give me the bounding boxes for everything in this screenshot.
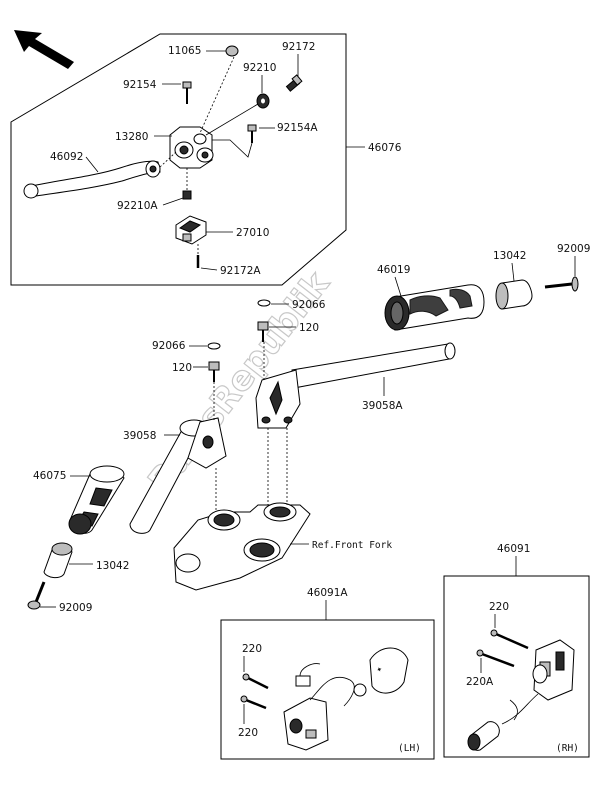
bar-end-weight-13042-left: [43, 542, 73, 579]
screw-220A-rh: [476, 649, 515, 668]
callout-220-lh-top: 220: [242, 643, 262, 655]
callout-92066-b: 92066: [152, 340, 186, 352]
right-handlebar-39058A: [255, 342, 456, 429]
svg-text:✦: ✦: [375, 663, 384, 675]
callout-220-rh: 220: [489, 601, 509, 613]
washer-92066-left: [207, 342, 221, 350]
screw-92172: [285, 74, 303, 92]
callout-120-a: 120: [299, 322, 319, 334]
washer-92066-right: [257, 299, 271, 307]
callout-220-lh-bottom: 220: [238, 727, 258, 739]
right-switch-46091: [467, 639, 575, 751]
callout-39058: 39058: [123, 430, 156, 442]
clutch-lever-46092: [23, 160, 161, 199]
callout-120-b: 120: [172, 362, 192, 374]
screw-220-lh-top: [242, 673, 269, 690]
right-grip-46019: [384, 284, 485, 331]
screw-220-rh: [490, 629, 529, 650]
lh-switch-box: [220, 619, 435, 760]
callout-92009-bottom: 92009: [59, 602, 92, 614]
bar-end-weight-13042-right: [495, 279, 533, 310]
left-switch-46091A: ✦: [283, 647, 409, 751]
screw-92009-left: [27, 581, 46, 610]
callout-39058A: 39058A: [362, 400, 403, 412]
callout-92210: 92210: [243, 62, 276, 74]
cap-11065: [225, 45, 239, 57]
callout-46019: 46019: [377, 264, 410, 276]
callout-46075: 46075: [33, 470, 66, 482]
lh-tag: (LH): [398, 743, 421, 754]
left-handlebar-39058: [129, 382, 227, 534]
bolt-120-right: [257, 321, 269, 342]
callout-11065: 11065: [168, 45, 201, 57]
callout-92154A: 92154A: [277, 122, 318, 134]
callout-92172: 92172: [282, 41, 315, 53]
rh-tag: (RH): [556, 743, 579, 754]
bolt-92154A: [247, 124, 257, 143]
nut-92210A: [182, 190, 192, 200]
bolt-92154: [182, 81, 192, 104]
left-grip-46075: [68, 465, 125, 535]
callout-92210A: 92210A: [117, 200, 158, 212]
callout-ref-front-fork: Ref.Front Fork: [312, 540, 392, 551]
callout-13280: 13280: [115, 131, 148, 143]
clutch-lever-assembly-box: [10, 33, 347, 286]
screw-220-lh-bottom: [240, 695, 267, 710]
callout-46091: 46091: [497, 543, 530, 555]
screw-92009-right: [544, 276, 579, 292]
bolt-120-left: [208, 361, 220, 382]
callout-13042-bottom: 13042: [96, 560, 129, 572]
callout-220A-rh: 220A: [466, 676, 494, 688]
callout-27010: 27010: [236, 227, 269, 239]
callout-46092: 46092: [50, 151, 83, 163]
arrow-up-left-icon: [14, 30, 74, 69]
callout-13042-top: 13042: [493, 250, 526, 262]
lever-holder-13280: [169, 126, 214, 169]
rh-switch-box: [443, 575, 590, 758]
callout-46091A: 46091A: [307, 587, 348, 599]
clutch-switch-27010: [175, 215, 207, 245]
callout-92154: 92154: [123, 79, 157, 91]
callout-46076: 46076: [368, 142, 402, 154]
triple-clamp-front-fork: [173, 428, 311, 591]
callout-92172A: 92172A: [220, 265, 261, 277]
callout-92066-a: 92066: [292, 299, 326, 311]
callout-92009-top: 92009: [557, 243, 590, 255]
